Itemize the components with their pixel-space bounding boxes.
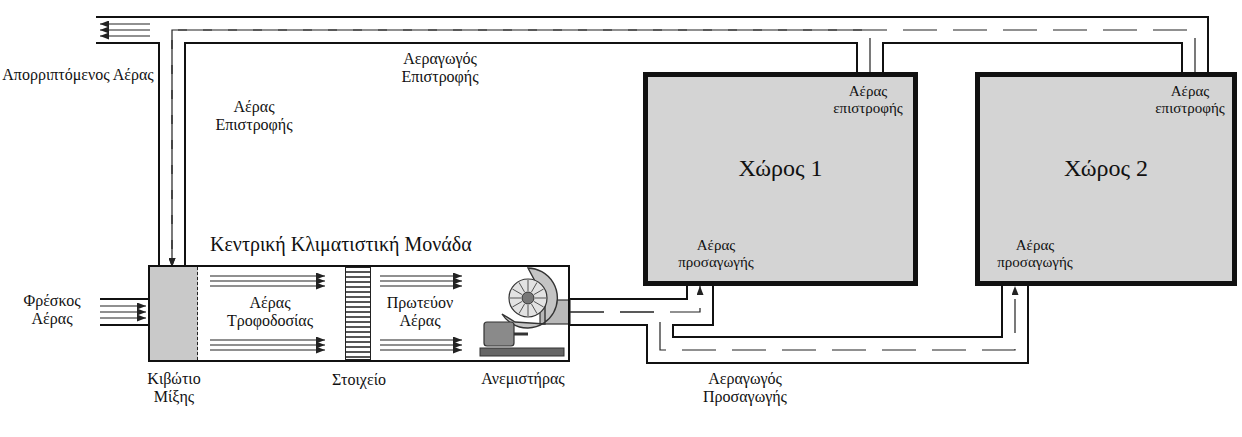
fresh-air-arrows — [100, 306, 146, 318]
fan-illustration — [480, 268, 570, 356]
flow-label: Αεραγωγός Προσαγωγής — [680, 370, 810, 406]
flow-label: Απορριπτόμενος Αέρας — [2, 66, 154, 84]
flow-label: Αέρας επιστροφής — [1148, 83, 1232, 116]
air-handling-unit: Κιβώτιο ΜίξηςΣτοιχείοΑνεμιστήραςΚεντρική… — [148, 265, 570, 362]
flow-label: Αέρας Τροφοδοσίας — [210, 294, 330, 330]
flow-label: Αέρας επιστροφής — [823, 83, 913, 116]
part-name: Στοιχείο — [316, 371, 402, 389]
part-name: Κιβώτιο Μίξης — [142, 370, 206, 405]
room-title: Χώρος 2 — [980, 155, 1232, 181]
coil: Στοιχείο — [345, 267, 371, 360]
flow-label: Πρωτεύον Αέρας — [372, 294, 468, 330]
mixing-box: Κιβώτιο Μίξης — [150, 267, 198, 360]
flow-label: Αέρας Επιστροφής — [194, 98, 314, 134]
room: Χώρος 2 Αέρας επιστροφήςΑέρας προσαγωγής — [975, 72, 1237, 286]
part-name: Ανεμιστήρας — [468, 370, 578, 388]
flow-label: Αεραγωγός Επιστροφής — [380, 50, 500, 86]
duct-interior — [570, 286, 1015, 350]
air-duct — [570, 286, 1015, 350]
room: Χώρος 1 Αέρας επιστροφήςΑέρας προσαγωγής — [643, 72, 918, 286]
duct-wall — [570, 286, 1015, 350]
flow-label: Φρέσκος Αέρας — [8, 292, 96, 328]
exhaust-arrows — [100, 24, 150, 36]
air-duct — [570, 286, 700, 312]
fan: Ανεμιστήρας — [478, 267, 568, 360]
fresh-air-duct-interior — [94, 300, 149, 324]
unit-title: Κεντρική Κλιματιστική Μονάδα — [210, 233, 472, 255]
flow-label: Αέρας προσαγωγής — [666, 237, 766, 270]
flow-label: Αέρας προσαγωγής — [985, 237, 1085, 270]
room-title: Χώρος 1 — [648, 155, 913, 181]
